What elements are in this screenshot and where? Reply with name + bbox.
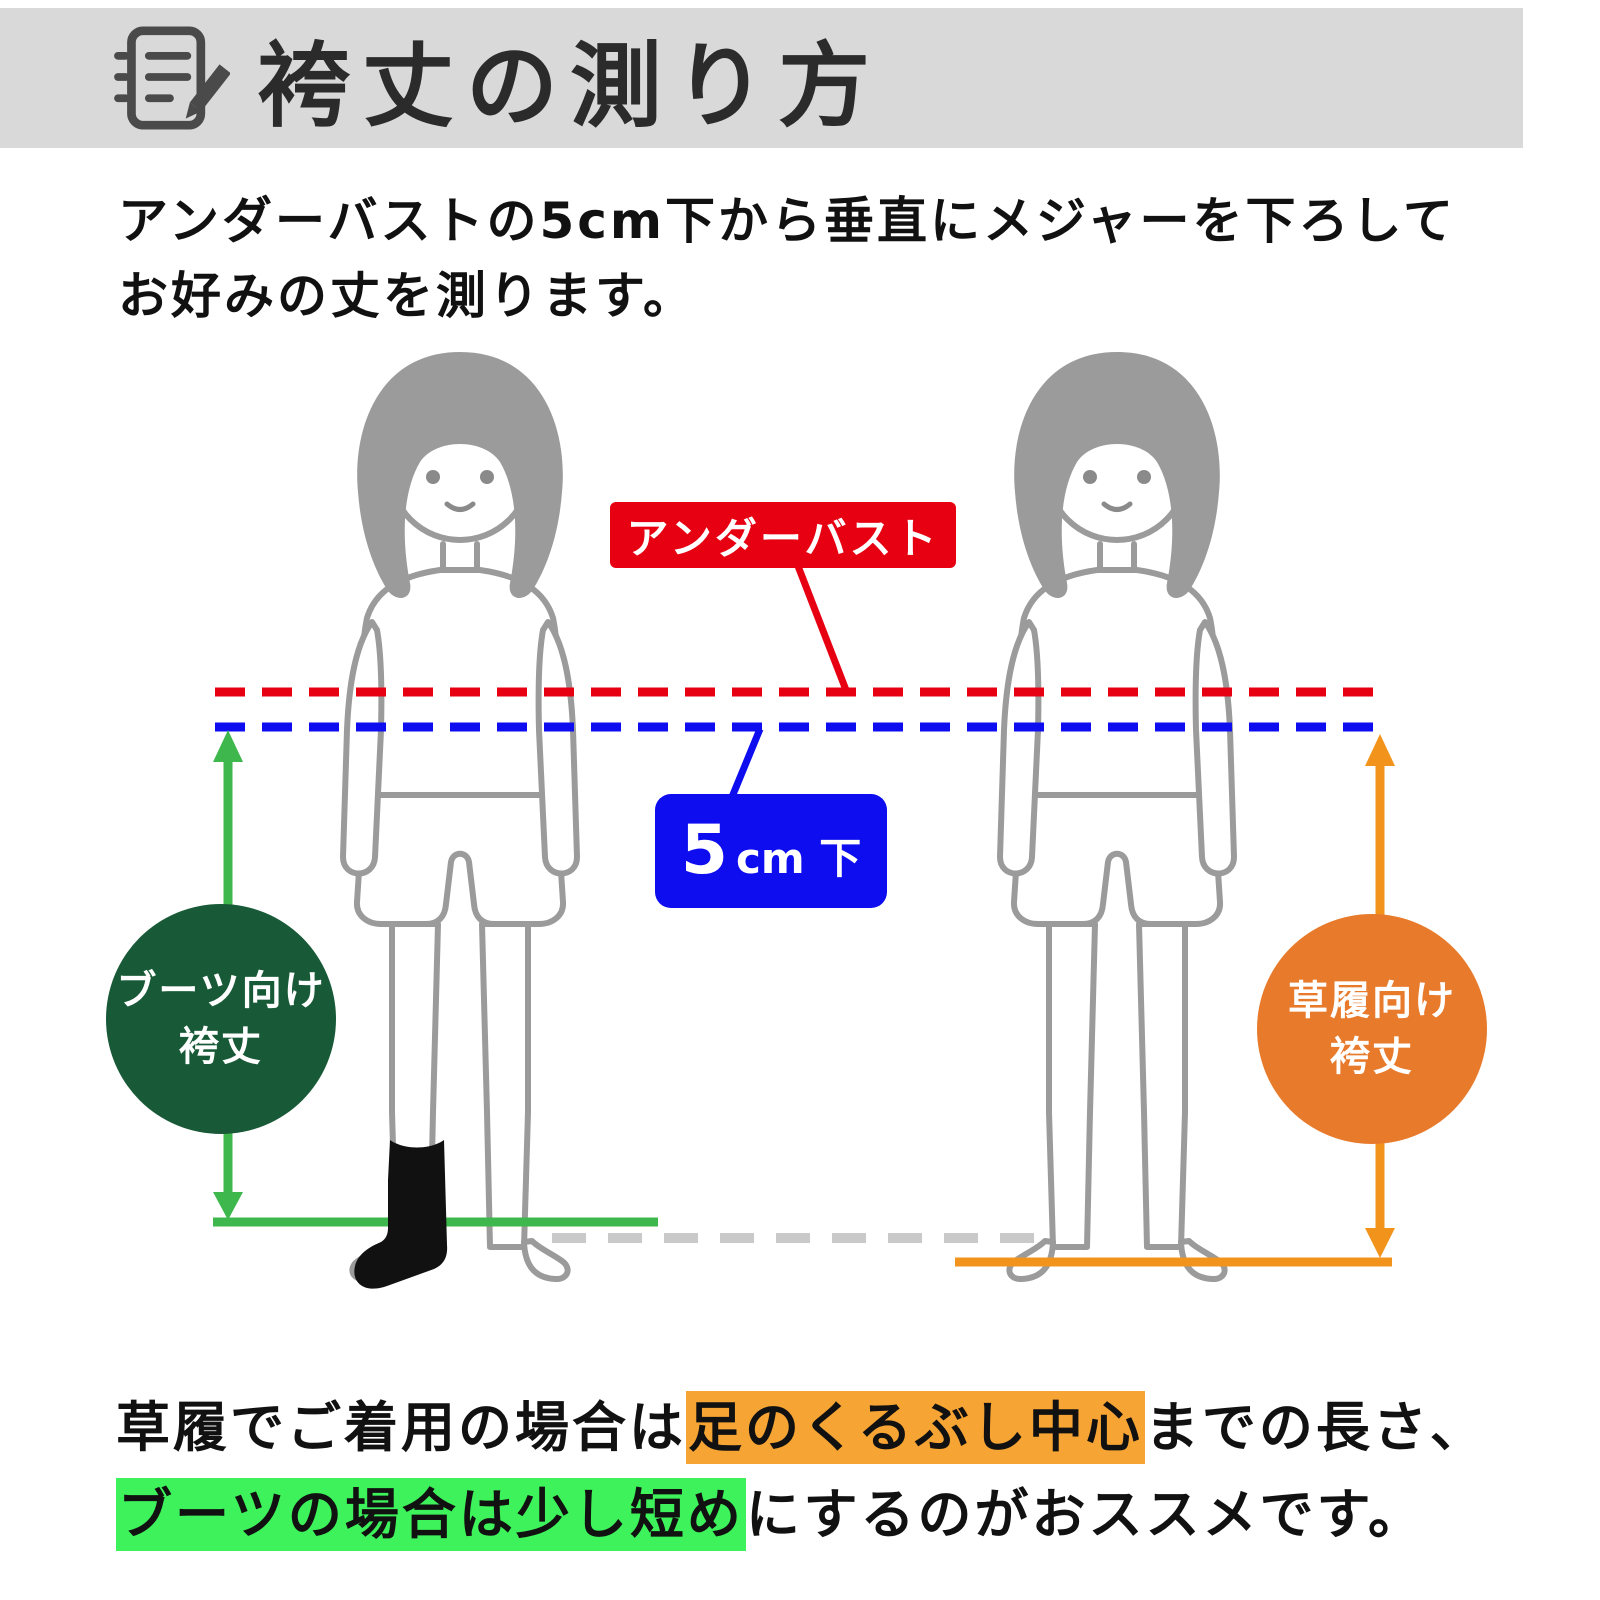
boots-length-badge: ブーツ向け 袴丈 [106, 904, 336, 1134]
header-bar: 袴丈の測り方 [0, 8, 1523, 148]
footer-line-2: ブーツの場合は少し短めにするのがおススメです。 [116, 1471, 1487, 1558]
zori-length-line-1: 草履向け [1288, 978, 1456, 1024]
underbust-label-text: アンダーバスト [626, 513, 940, 563]
intro-line-2: お好みの丈を測ります。 [118, 267, 696, 325]
footer-segment-highlight-green: ブーツの場合は少し短め [116, 1478, 746, 1552]
underbust-connector-line [794, 564, 850, 692]
boot-shape [354, 1140, 448, 1289]
five-cm-label: 5 cm 下 [655, 794, 887, 908]
page-title: 袴丈の測り方 [258, 32, 883, 140]
five-cm-number: 5 [680, 811, 729, 890]
boots-length-line-1: ブーツ向け [116, 968, 326, 1014]
footer-segment: までの長さ、 [1144, 1396, 1487, 1459]
footer-line-1: 草履でご着用の場合は足のくるぶし中心までの長さ、 [116, 1384, 1487, 1471]
five-cm-connector-line [728, 727, 764, 799]
memo-pencil-icon [114, 26, 230, 130]
footer-note: 草履でご着用の場合は足のくるぶし中心までの長さ、 ブーツの場合は少し短めにするの… [116, 1384, 1487, 1559]
footer-segment: にするのがおススメです。 [745, 1483, 1426, 1547]
footer-segment-highlight-orange: 足のくるぶし中心 [686, 1391, 1145, 1464]
five-cm-unit: cm 下 [736, 834, 862, 883]
figure-left [343, 352, 577, 1279]
boots-length-line-2: 袴丈 [179, 1024, 263, 1070]
footer-segment: 草履でご着用の場合は [116, 1396, 686, 1459]
zori-arrow-head-top [1365, 734, 1395, 766]
zori-length-line-2: 袴丈 [1330, 1034, 1414, 1080]
boots-arrow-head-bottom [213, 1192, 243, 1220]
zori-arrow-head-bottom [1365, 1228, 1395, 1258]
boots-arrow-head-top [213, 730, 243, 762]
intro-text: アンダーバストの5cm下から垂直にメジャーを下ろして お好みの丈を測ります。 [118, 184, 1456, 334]
figure-right [1000, 352, 1234, 1279]
zori-length-badge: 草履向け 袴丈 [1257, 914, 1487, 1144]
underbust-label: アンダーバスト [610, 502, 956, 568]
intro-line-1: アンダーバストの5cm下から垂直にメジャーを下ろして [118, 192, 1457, 250]
